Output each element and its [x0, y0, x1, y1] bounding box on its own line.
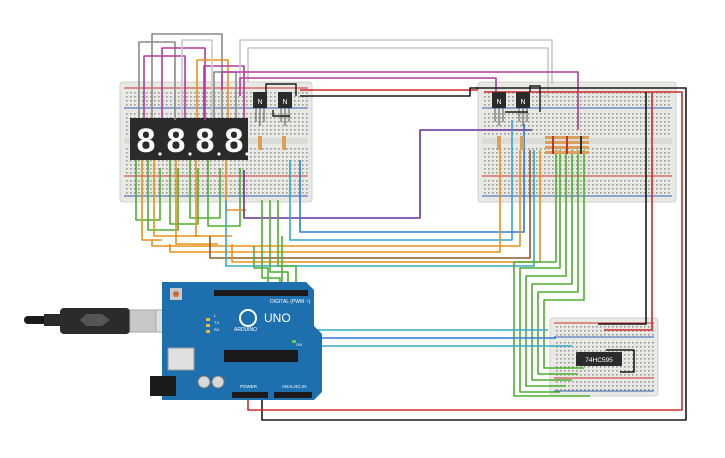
svg-text:TX: TX — [214, 320, 219, 325]
svg-text:RX: RX — [214, 327, 220, 332]
svg-text:74HC595: 74HC595 — [585, 357, 613, 364]
resistor — [497, 136, 501, 150]
seven-segment-display: 8 8 8 8 — [130, 118, 249, 160]
svg-text:8: 8 — [167, 122, 186, 160]
power-jack — [167, 347, 195, 371]
svg-text:8: 8 — [196, 122, 215, 160]
power-header-pins — [232, 392, 268, 398]
transistor-group-left: N N — [253, 83, 297, 150]
resistor-bank — [545, 136, 589, 154]
svg-text:ARDUINO: ARDUINO — [234, 327, 257, 333]
svg-text:ON: ON — [296, 342, 302, 347]
wires-display — [135, 33, 246, 245]
dc-barrel — [150, 376, 176, 396]
transistor-2: N — [278, 92, 292, 126]
atmega-chip — [224, 350, 298, 362]
svg-text:ANALOG IN: ANALOG IN — [282, 384, 307, 389]
arduino-logo-icon — [239, 309, 257, 327]
analog-header-pins — [274, 392, 312, 398]
usb-cable — [24, 308, 171, 334]
svg-text:8: 8 — [137, 122, 156, 160]
digit-1: 8 — [137, 122, 156, 160]
transistor-3: N — [492, 92, 506, 126]
svg-text:POWER: POWER — [240, 384, 258, 389]
arduino-uno-board: DIGITAL (PWM ~) UNO ARDUINO L TX RX ON P… — [150, 282, 322, 400]
svg-text:N: N — [257, 99, 262, 106]
svg-text:DIGITAL (PWM ~): DIGITAL (PWM ~) — [270, 299, 310, 305]
resistor — [258, 136, 262, 150]
digit-4: 8 — [225, 122, 244, 160]
transistor-1: N — [253, 92, 267, 126]
svg-text:8: 8 — [225, 122, 244, 160]
svg-text:N: N — [282, 99, 287, 106]
svg-text:N: N — [520, 99, 525, 106]
transistor-group-right: N N — [492, 85, 589, 154]
resistor — [282, 136, 286, 150]
svg-text:N: N — [496, 99, 501, 106]
resistor — [520, 136, 524, 150]
shift-register-chip: 74HC595 — [576, 352, 622, 366]
svg-text:L: L — [214, 313, 217, 318]
digital-header-pins — [214, 290, 308, 296]
digit-2: 8 — [167, 122, 186, 160]
wires-top — [221, 39, 687, 421]
digit-3: 8 — [196, 122, 215, 160]
svg-text:UNO: UNO — [264, 311, 291, 325]
transistor-4: N — [516, 92, 530, 126]
